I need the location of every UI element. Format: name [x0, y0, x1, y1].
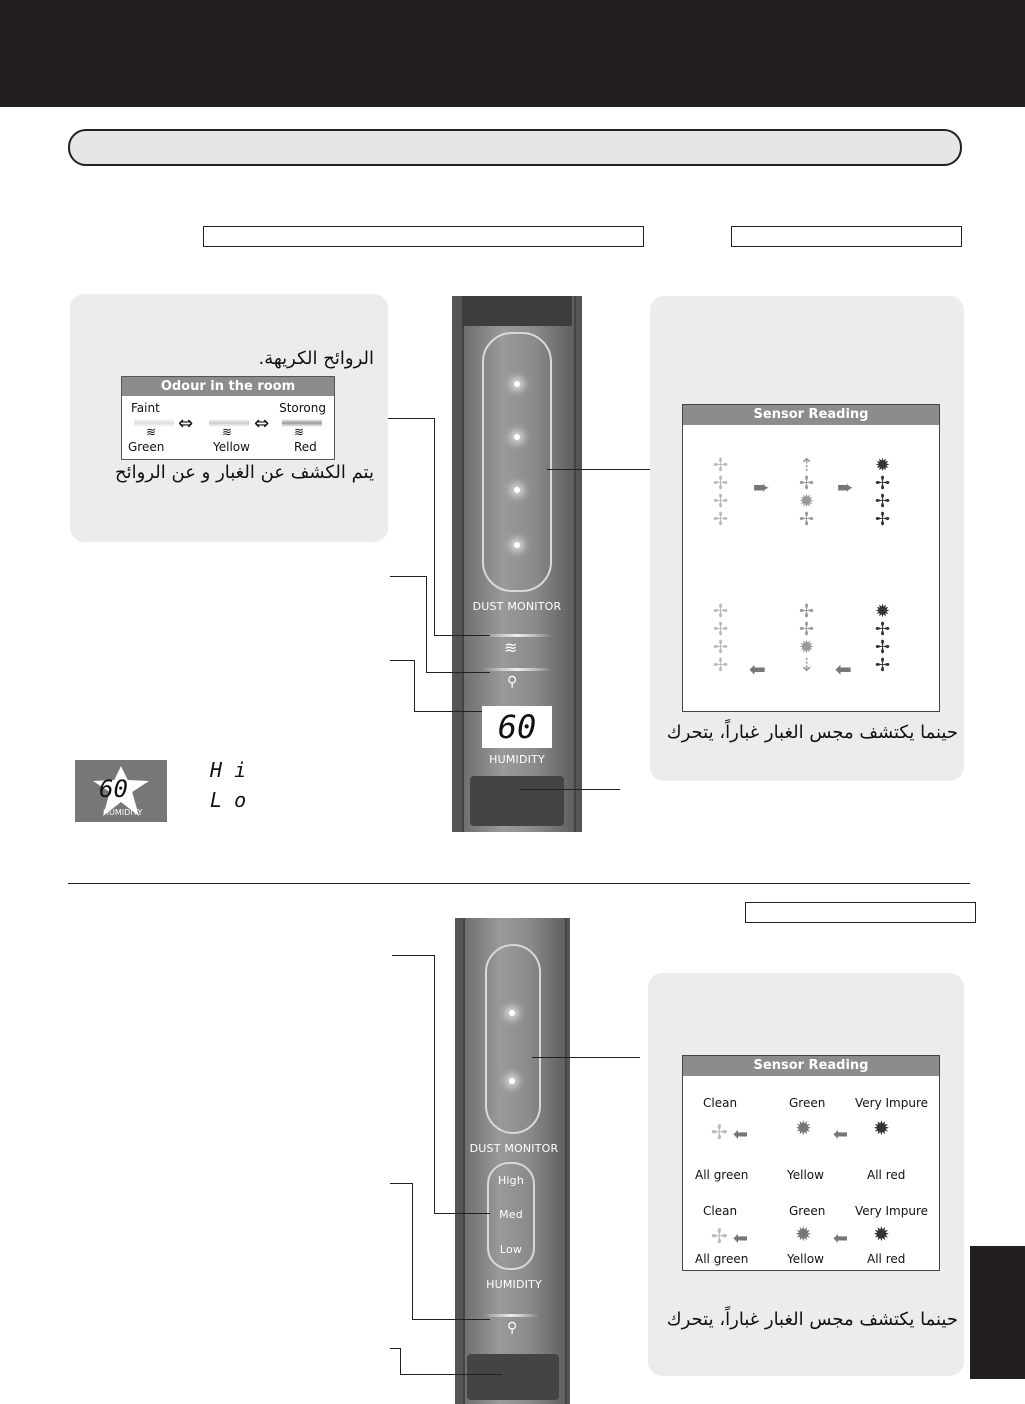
blink-display-label: HUMIDITY: [103, 808, 143, 817]
dust-monitor-label: DUST MONITOR: [472, 600, 562, 613]
sensor-card-2: Sensor Reading Clean Green Very Impure ✢…: [648, 973, 964, 1376]
arrow-right-icon-2: ➨: [837, 475, 854, 499]
row1-yellow-label: Yellow: [787, 1168, 824, 1182]
humidity-low-button[interactable]: Low: [499, 1243, 523, 1256]
odour-glow-red: [282, 419, 322, 427]
row2-all-green-label: All green: [695, 1252, 749, 1266]
sensor-reading-header-2: Sensor Reading: [683, 1056, 939, 1076]
double-arrow-icon-2: ⇔: [254, 413, 270, 434]
row1-clean-label: Clean: [703, 1096, 738, 1110]
humidity-level-capsule: [487, 1162, 535, 1270]
row2-arrow-left-icon-1: ⬅: [733, 1228, 749, 1249]
odour-legend-header: Odour in the room: [122, 377, 334, 396]
sensor-reading-header-1: Sensor Reading: [683, 405, 939, 425]
odour-card: الروائح الكريهة. Odour in the room Faint…: [70, 294, 388, 542]
row1-arrow-left-icon-2: ⬅: [833, 1124, 849, 1145]
odour-wave-icon-3: ≋: [294, 425, 305, 439]
dust-lamp-2: [514, 434, 520, 440]
row1-green-label: Green: [789, 1096, 826, 1110]
odour-wave-icon: ≋: [504, 638, 518, 657]
row2-all-red-label: All red: [867, 1252, 906, 1266]
control-panel-top: DUST MONITOR ≋ ⚲ 60 HUMIDITY: [452, 296, 582, 832]
lamp-column-2a: ✢✢✢✢: [713, 601, 729, 676]
section-title-bar: [68, 129, 962, 166]
row2-yellow-label: Yellow: [787, 1252, 824, 1266]
dust-monitor-label-2: DUST MONITOR: [469, 1142, 559, 1155]
sensor-card-1: Sensor Reading ✢✢✢✢ ➨ ⇡✢✹✢ ➨ ✹✢✢✢ ✢✢✢✢ ⬅…: [650, 296, 964, 781]
blink-display-value: 60: [99, 775, 128, 803]
page-side-tab: [970, 1246, 1025, 1379]
water-tap-icon: ⚲: [507, 674, 518, 690]
water-indicator-lamp: [482, 668, 552, 671]
dust-lamp-2-1: [509, 1010, 515, 1016]
odour-glow-green: [134, 419, 174, 427]
humidity-label-2: HUMIDITY: [486, 1278, 542, 1291]
sensor-arabic-bottom-2: حينما يكتشف مجس الغبار غباراً، يتحرك: [666, 1309, 958, 1330]
dust-lamp-1: [514, 381, 520, 387]
sensor-window: [470, 776, 564, 826]
dust-lamp-3: [514, 487, 520, 493]
dust-lamp-2-2: [509, 1078, 515, 1084]
row2-arrow-left-icon-2: ⬅: [833, 1228, 849, 1249]
blinking-display-image: 60 HUMIDITY: [75, 760, 167, 822]
humidity-label: HUMIDITY: [489, 753, 545, 766]
odour-arabic-top: الروائح الكريهة.: [258, 348, 375, 369]
arrow-left-icon-2: ⬅: [835, 657, 852, 681]
dust-monitor-lamps-2: [485, 944, 541, 1134]
water-indicator-lamp-2: [483, 1314, 539, 1317]
odour-yellow-label: Yellow: [213, 440, 250, 454]
header-bar: [0, 0, 1025, 107]
sensor-arabic-bottom-1: حينما يكتشف مجس الغبار غباراً، يتحرك: [666, 722, 958, 743]
lamp-column-1c: ✹✢✢✢: [875, 455, 891, 530]
row1-arrow-left-icon-1: ⬅: [733, 1124, 749, 1145]
sensor-reading-box-2: Sensor Reading Clean Green Very Impure ✢…: [682, 1055, 940, 1271]
lamp-column-1a: ✢✢✢✢: [713, 455, 729, 530]
lamp-column-1b: ⇡✢✹✢: [799, 455, 815, 530]
odour-legend-box: Odour in the room Faint Storong ≋ ⇔ ≋ ⇔ …: [121, 376, 335, 460]
heading-box-bottom: [745, 902, 976, 923]
row1-lamp-impure: ✹: [873, 1116, 890, 1140]
lamp-column-2c: ✹✢✢✢: [875, 601, 891, 676]
row1-very-impure-label: Very Impure: [855, 1096, 929, 1110]
row2-lamp-clean: ✢: [711, 1224, 728, 1248]
odour-glow-yellow: [209, 419, 249, 427]
row2-green-label: Green: [789, 1204, 826, 1218]
heading-box-right: [731, 226, 962, 247]
odour-red-label: Red: [294, 440, 317, 454]
row2-clean-label: Clean: [703, 1204, 738, 1218]
row1-all-red-label: All red: [867, 1168, 906, 1182]
control-panel-bottom: DUST MONITOR High Med Low HUMIDITY ⚲: [455, 918, 570, 1404]
humidity-display-value: 60: [497, 708, 537, 746]
humidity-display: 60: [482, 706, 552, 748]
arrow-left-icon-1: ⬅: [749, 657, 766, 681]
odour-wave-icon-2: ≋: [222, 425, 233, 439]
odour-strong-label: Storong: [279, 401, 326, 415]
humidity-high-button[interactable]: High: [497, 1174, 525, 1187]
odour-wave-icon-1: ≋: [146, 425, 157, 439]
row2-very-impure-label: Very Impure: [855, 1204, 929, 1218]
heading-box-left: [203, 226, 644, 247]
lo-indicator: L o: [210, 788, 247, 812]
odour-arabic-bottom: يتم الكشف عن الغبار و عن الروائح: [115, 462, 374, 483]
lamp-column-2b: ✢✢✹⇣: [799, 601, 815, 676]
odour-green-label: Green: [128, 440, 165, 454]
water-tap-icon-2: ⚲: [507, 1320, 518, 1336]
double-arrow-icon-1: ⇔: [178, 413, 194, 434]
humidity-med-button[interactable]: Med: [499, 1208, 523, 1221]
odour-faint-label: Faint: [131, 401, 160, 415]
dust-monitor-lamps: [482, 332, 552, 592]
row1-all-green-label: All green: [695, 1168, 749, 1182]
row1-lamp-green: ✹: [795, 1116, 812, 1140]
row2-lamp-green: ✹: [795, 1222, 812, 1246]
row2-lamp-impure: ✹: [873, 1222, 890, 1246]
odour-indicator-lamp: [482, 634, 552, 637]
arrow-right-icon-1: ➨: [753, 475, 770, 499]
sensor-window-2: [467, 1354, 559, 1400]
sensor-reading-box-1: Sensor Reading ✢✢✢✢ ➨ ⇡✢✹✢ ➨ ✹✢✢✢ ✢✢✢✢ ⬅…: [682, 404, 940, 712]
hi-indicator: H i: [210, 758, 247, 782]
section-divider: [68, 883, 970, 884]
dust-lamp-4: [514, 542, 520, 548]
row1-lamp-clean: ✢: [711, 1120, 728, 1144]
